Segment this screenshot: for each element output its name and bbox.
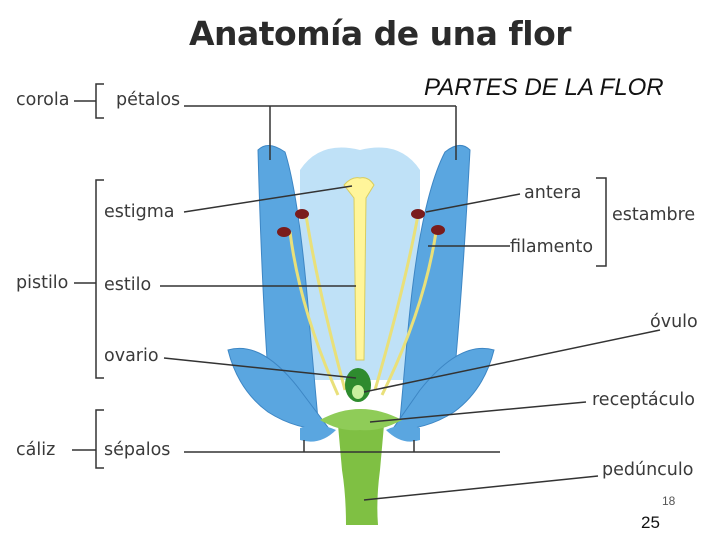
pistil-style <box>343 177 375 361</box>
sepal-lobe-right <box>386 425 420 442</box>
label-ovulo: óvulo <box>650 312 698 332</box>
bracket-estambre <box>596 177 607 267</box>
filament-right-1 <box>373 214 420 391</box>
anther-left-2 <box>277 227 291 237</box>
anther-left-1 <box>295 209 309 219</box>
label-petalos: pétalos <box>116 90 181 110</box>
leader-ovario <box>163 357 357 379</box>
peduncle <box>338 417 384 525</box>
bracket-pistilo <box>95 179 104 379</box>
diagram-subtitle: PARTES DE LA FLOR <box>424 74 664 101</box>
label-corola: corola <box>16 90 70 110</box>
sepal-right <box>391 347 495 431</box>
label-ovario: ovario <box>104 346 159 366</box>
label-sepalos: sépalos <box>104 440 171 460</box>
page-number-small: 18 <box>662 494 676 508</box>
page-number-large: 25 <box>641 513 660 532</box>
ovule <box>352 385 364 399</box>
filament-left-1 <box>304 214 347 391</box>
label-caliz: cáliz <box>16 440 56 460</box>
receptacle <box>320 409 402 431</box>
label-estilo: estilo <box>104 275 152 295</box>
label-estigma: estigma <box>104 202 175 222</box>
label-filamento: filamento <box>510 237 594 257</box>
label-pistilo: pistilo <box>16 273 69 293</box>
label-pedunculo: pedúnculo <box>602 460 694 480</box>
anther-right-1 <box>411 209 425 219</box>
leader-petalos <box>184 105 457 160</box>
filament-right-2 <box>380 231 438 396</box>
sepal-lobe-left <box>300 425 336 442</box>
label-receptaculo: receptáculo <box>592 390 695 410</box>
leader-pedunculo <box>363 475 599 501</box>
anther-right-2 <box>431 225 445 235</box>
label-antera: antera <box>524 183 582 203</box>
leader-estigma <box>183 185 353 213</box>
bracket-caliz <box>95 409 104 469</box>
leader-antera <box>425 193 521 213</box>
leader-ovulo <box>363 329 661 393</box>
label-estambre: estambre <box>612 205 696 225</box>
diagram-title: Anatomía de una flor <box>188 14 572 53</box>
leader-sepalos <box>184 440 500 453</box>
leader-receptaculo <box>369 401 587 423</box>
bracket-corola <box>95 83 104 119</box>
